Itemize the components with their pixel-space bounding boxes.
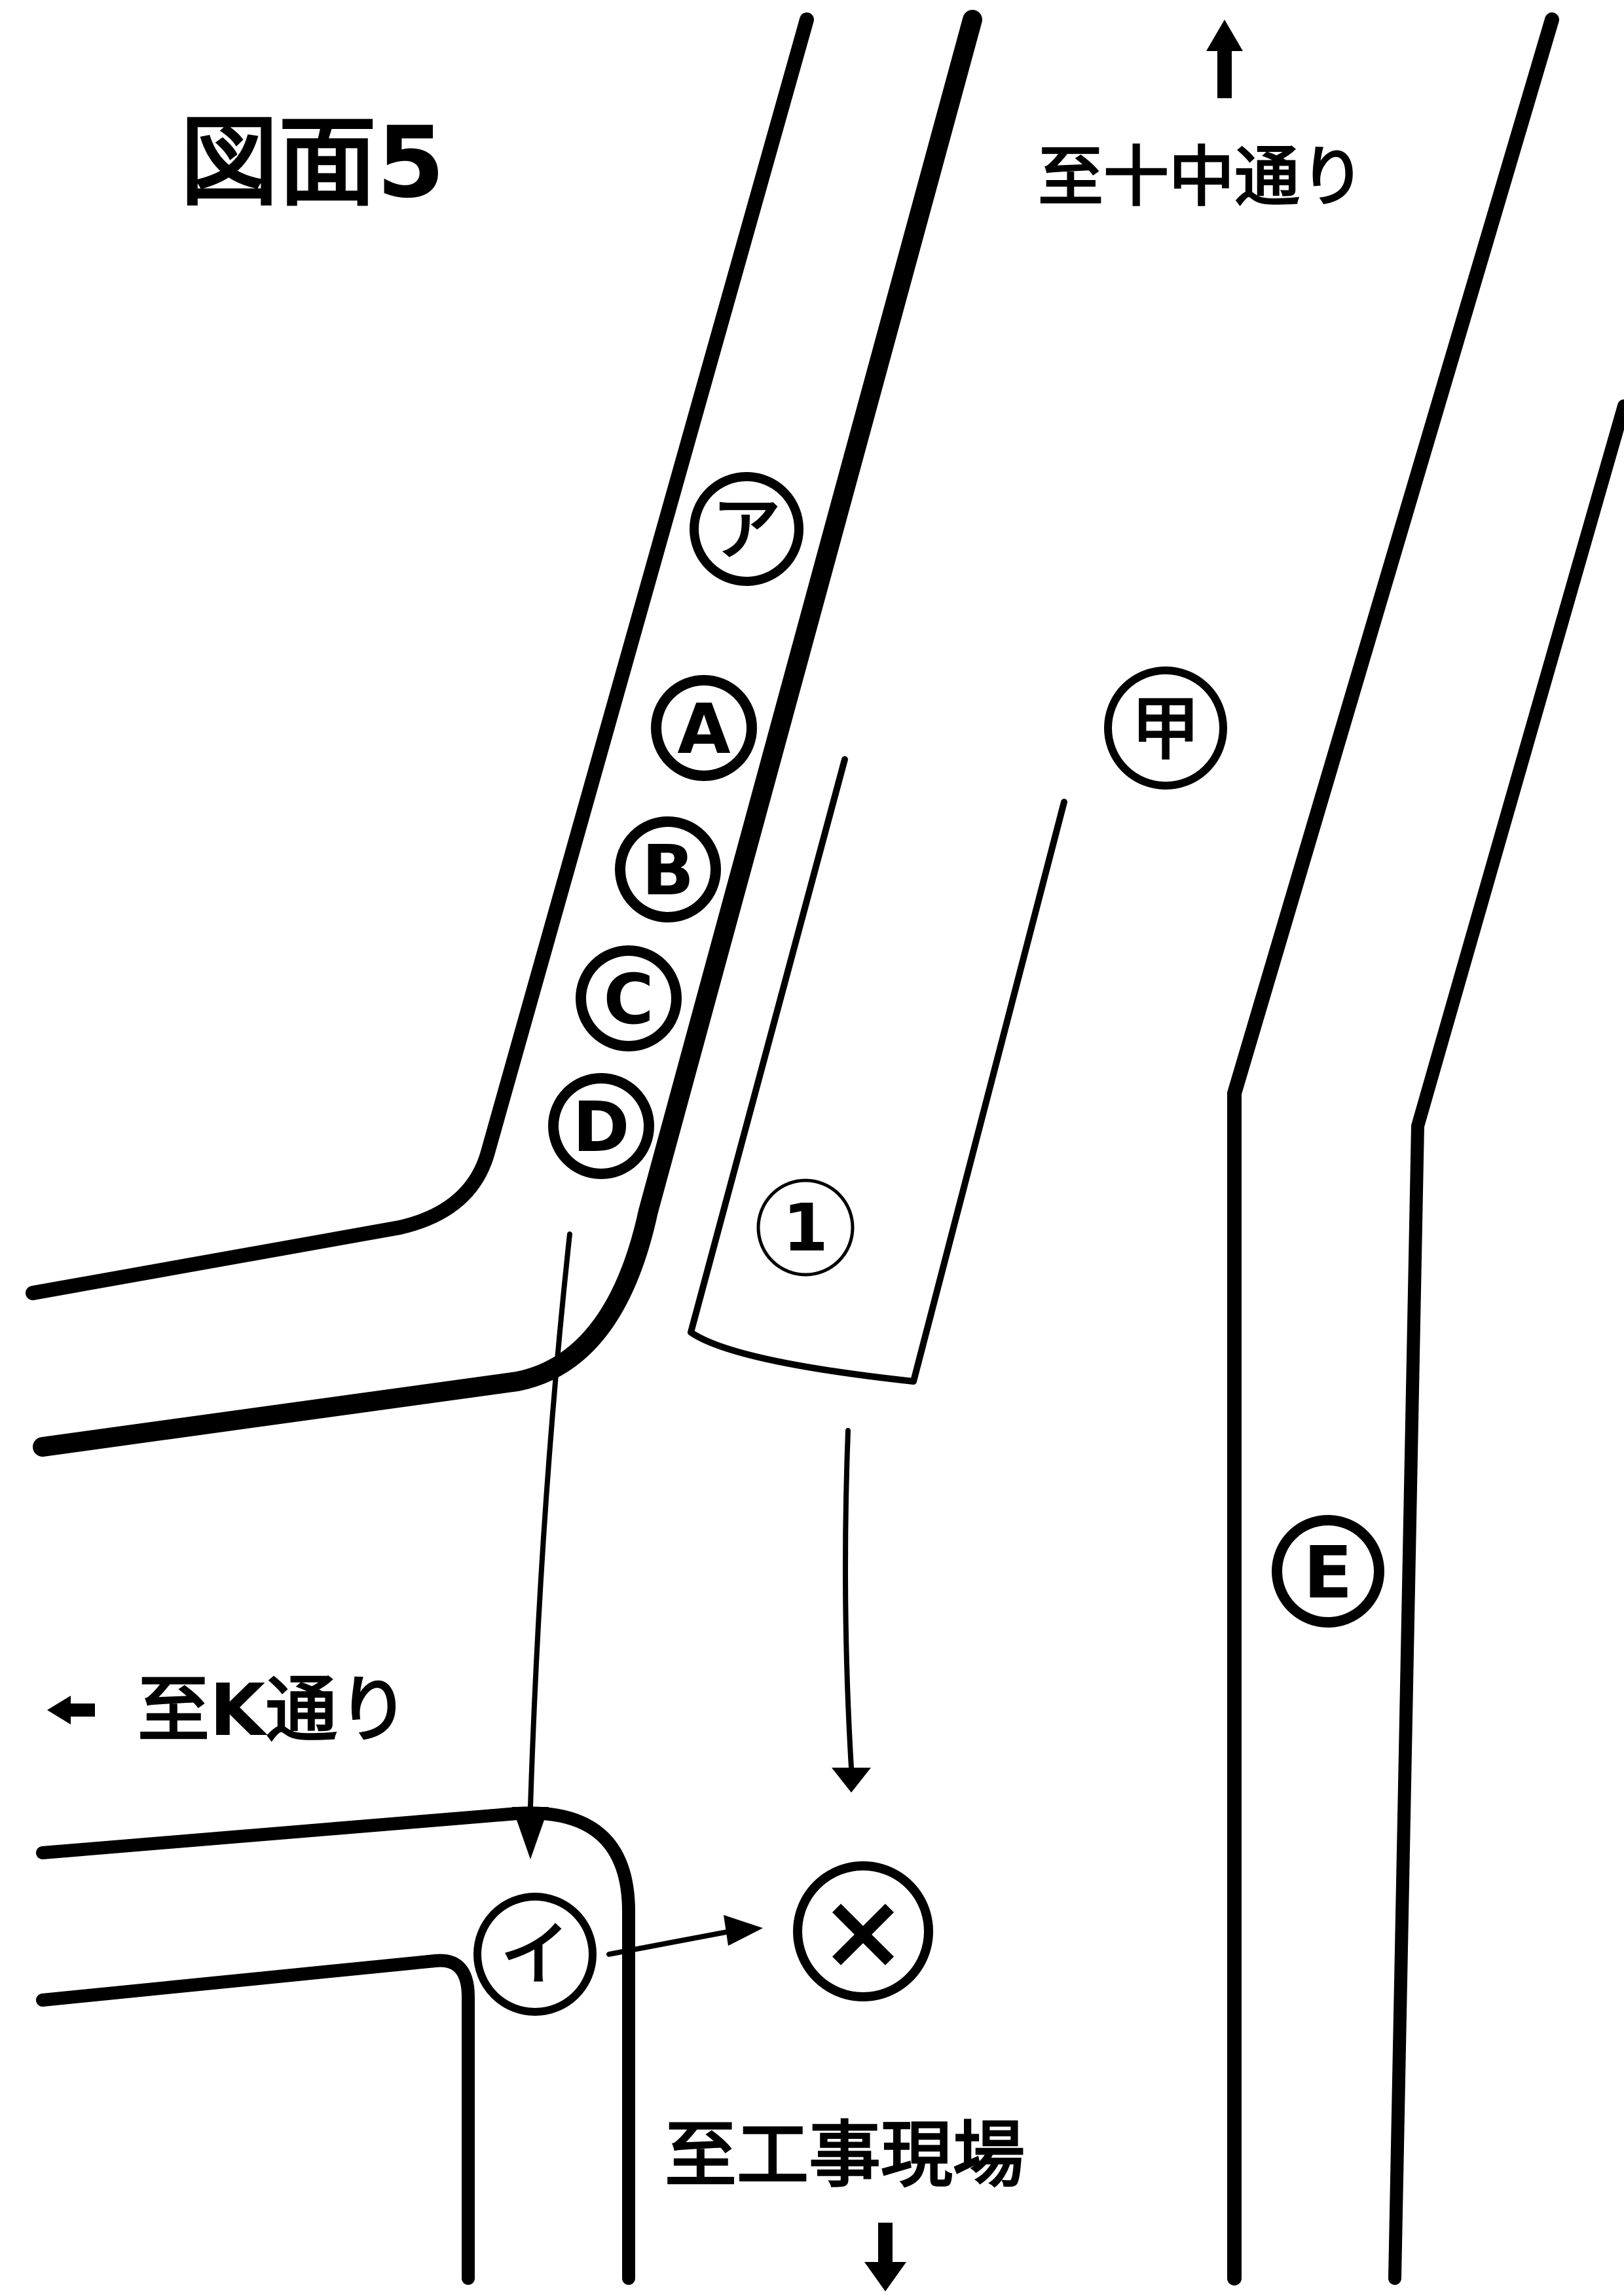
movement-arrows <box>512 1231 871 1957</box>
svg-text:D: D <box>572 1087 629 1167</box>
median-island <box>688 756 1067 1385</box>
svg-text:甲: 甲 <box>1131 689 1200 769</box>
main-road-left-edge <box>26 12 814 1300</box>
path-d-to-i <box>528 1231 572 1810</box>
marker-D: D <box>548 1073 654 1179</box>
svg-text:イ: イ <box>500 1915 569 1995</box>
svg-text:A: A <box>677 689 730 769</box>
marker-A: A <box>651 675 757 781</box>
svg-text:1: 1 <box>783 1190 828 1266</box>
north-arrow-icon <box>1206 20 1243 98</box>
direction-south-label: 至工事現場 <box>665 2113 1025 2197</box>
marker-B: B <box>615 816 721 922</box>
west-arrow-icon <box>47 1696 95 1724</box>
collision-point-icon: × <box>793 1861 933 2001</box>
path-d-to-i-head <box>512 1807 549 1859</box>
direction-west-label: 至K通り <box>138 1668 409 1752</box>
lower-road-lower-edge <box>36 1954 475 2285</box>
svg-text:C: C <box>603 960 654 1040</box>
marker-one: 1 <box>756 1178 855 1277</box>
right-road-left-edge <box>1227 12 1559 2286</box>
direction-north-label: 至十中通り <box>1038 139 1365 215</box>
path-i-to-x-head <box>724 1915 763 1946</box>
diagram-title: 図面5 <box>180 106 445 220</box>
svg-text:ア: ア <box>712 490 781 570</box>
marker-C: C <box>576 945 682 1051</box>
main-road-right-edge <box>33 10 982 1457</box>
lower-road-upper-edge <box>36 1806 635 2285</box>
marker-a-katakana: ア <box>690 472 803 586</box>
path-1-to-x <box>843 1428 854 1770</box>
path-1-to-x-head <box>832 1768 871 1793</box>
marker-kou: 甲 <box>1104 666 1227 790</box>
marker-i-katakana: イ <box>473 1893 597 2016</box>
right-road-right-edge <box>1388 399 1624 2285</box>
south-arrow-icon <box>864 2223 906 2291</box>
path-i-to-x <box>606 1929 733 1957</box>
marker-E: E <box>1272 1515 1384 1628</box>
svg-text:B: B <box>642 831 694 911</box>
svg-text:E: E <box>1303 1531 1352 1614</box>
svg-text:×: × <box>819 1870 907 1992</box>
